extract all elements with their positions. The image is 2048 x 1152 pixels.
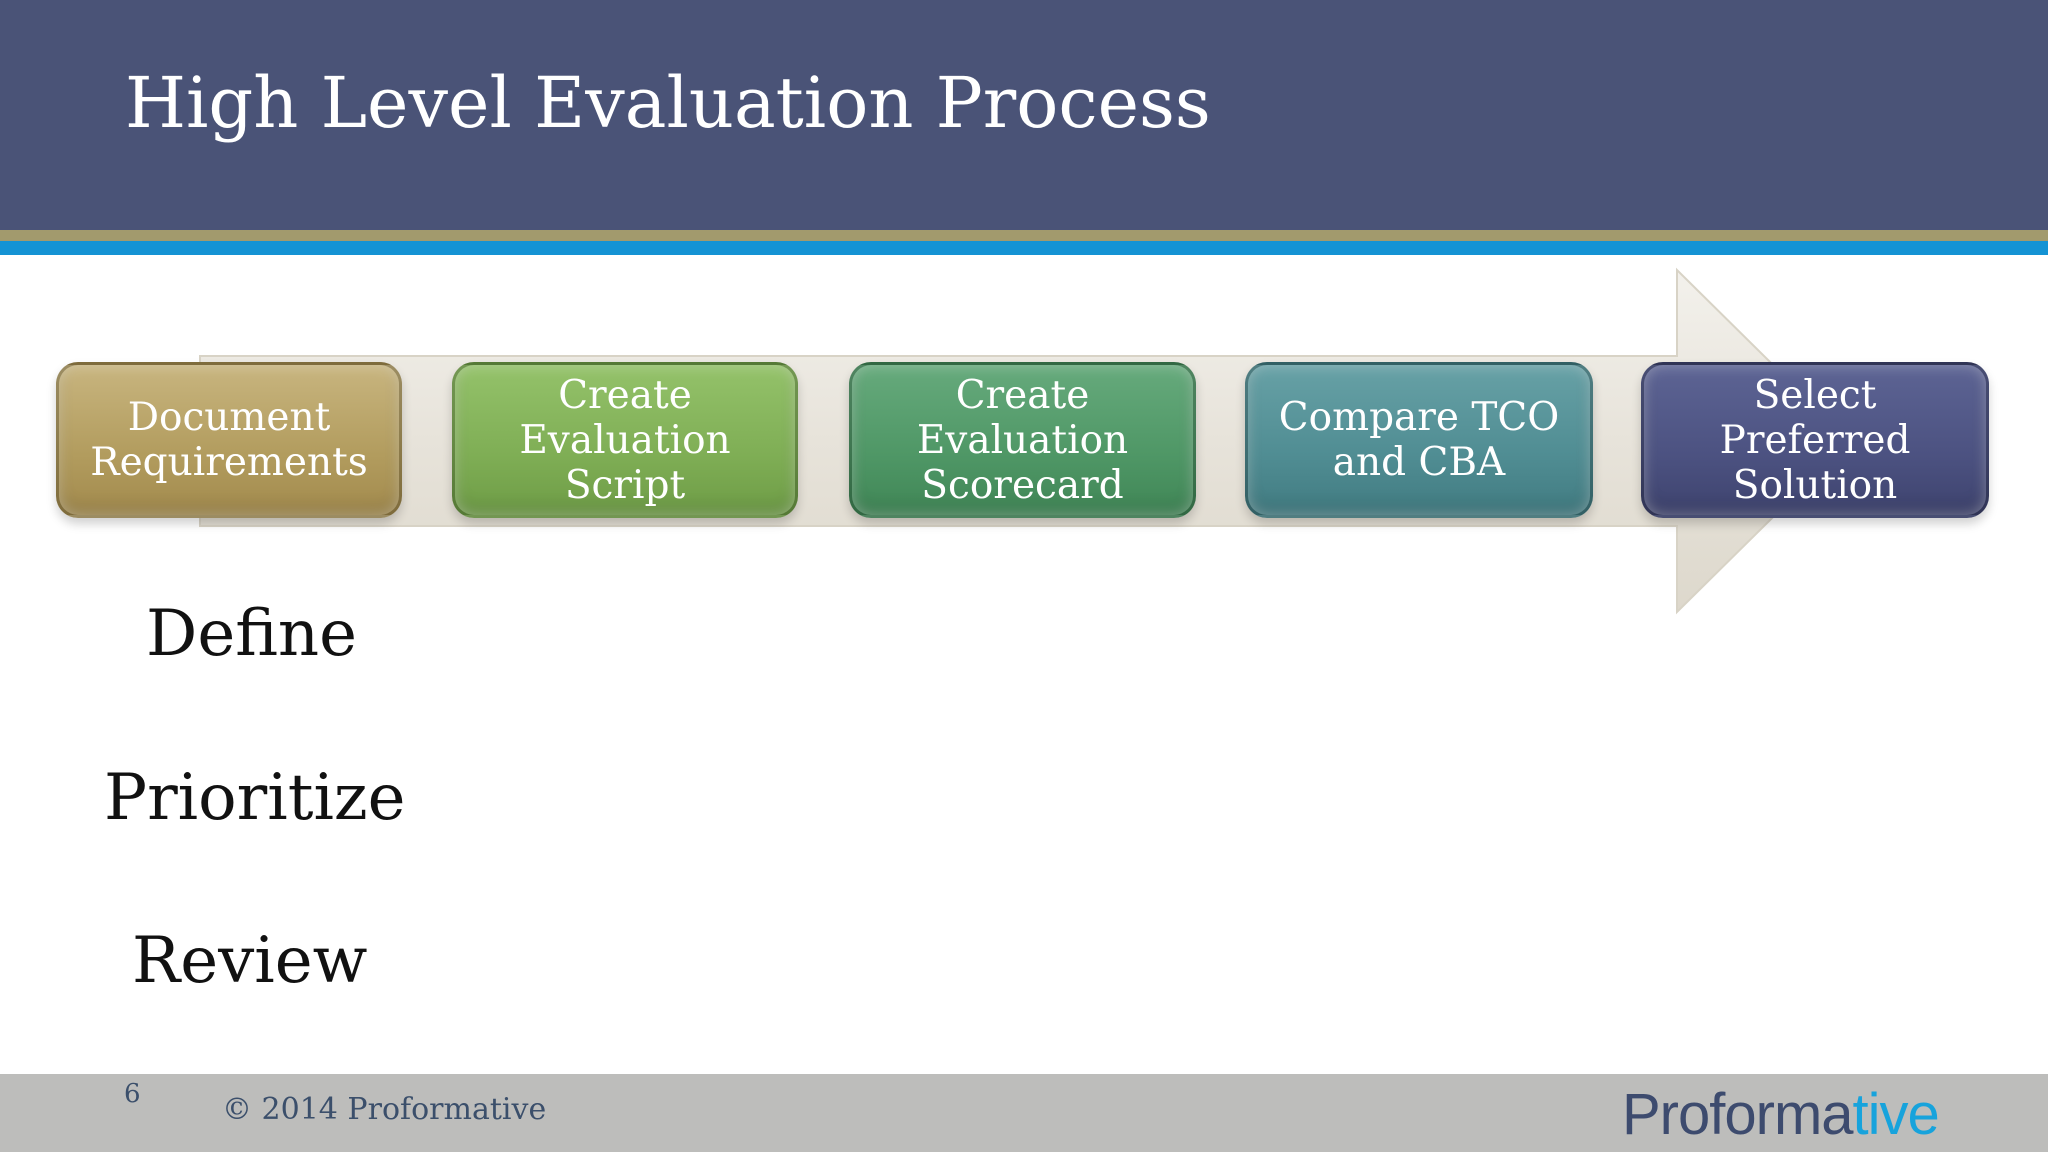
proformative-logo: Proformative — [1622, 1080, 1940, 1150]
step-1-line-1: Document — [127, 395, 331, 440]
step-5-line-2: Solution — [1732, 462, 1898, 508]
step-3-line-3: Scorecard — [921, 462, 1124, 508]
step-create-evaluation-scorecard[interactable]: Create Evaluation Scorecard — [849, 362, 1196, 518]
header-banner — [0, 0, 2048, 230]
slide-title: High Level Evaluation Process — [125, 62, 1211, 144]
step-1-line-2: Requirements — [90, 440, 368, 485]
copyright-notice: © 2014 Proformative — [222, 1092, 547, 1127]
step-2-line-2: Evaluation — [519, 417, 731, 463]
step-2-line-1: Create — [558, 372, 692, 418]
step-3-line-2: Evaluation — [916, 417, 1129, 463]
logo-text-part-b: tive — [1852, 1082, 1940, 1147]
phase-review: Review — [132, 924, 368, 998]
blue-divider-stripe — [0, 241, 2048, 255]
phase-define: Define — [146, 597, 357, 671]
step-2-line-3: Script — [564, 462, 686, 508]
step-3-line-1: Create — [955, 372, 1090, 418]
step-document-requirements[interactable]: Document Requirements — [56, 362, 402, 518]
footer-bar — [0, 1074, 2048, 1152]
step-4-line-2: and CBA — [1332, 440, 1506, 485]
step-5-line-1: Select Preferred — [1719, 372, 1911, 463]
phase-prioritize: Prioritize — [104, 761, 406, 835]
logo-text-part-a: Proforma — [1622, 1082, 1854, 1147]
step-create-evaluation-script[interactable]: Create Evaluation Script — [452, 362, 798, 518]
page-number: 6 — [124, 1079, 141, 1109]
step-4-line-1: Compare TCO — [1278, 395, 1560, 440]
step-compare-tco-and-cba[interactable]: Compare TCO and CBA — [1245, 362, 1593, 518]
gold-divider-stripe — [0, 230, 2048, 241]
step-select-preferred-solution[interactable]: Select Preferred Solution — [1641, 362, 1989, 518]
